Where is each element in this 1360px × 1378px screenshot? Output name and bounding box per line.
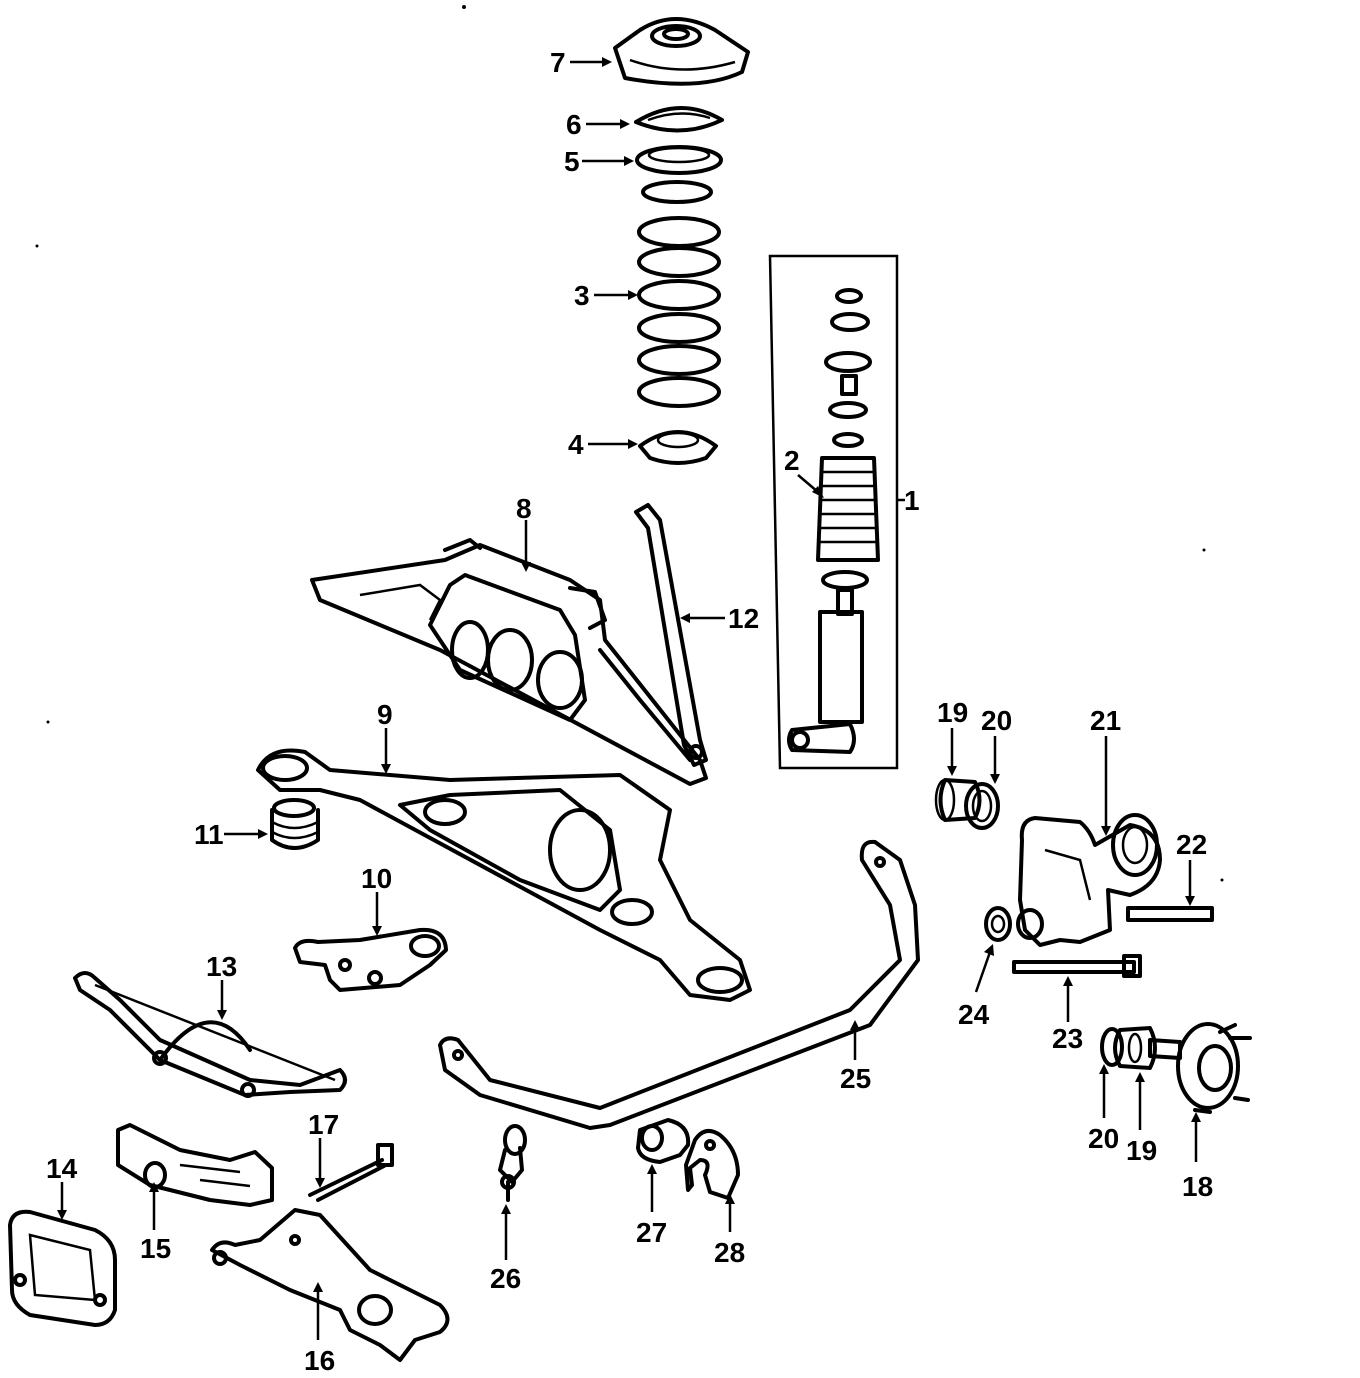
part-15-bracket (116, 1123, 274, 1207)
callout-labels: 1 2 3 4 5 6 7 8 9 10 11 12 13 14 15 16 1… (46, 47, 1213, 1376)
part-10-bracket (293, 927, 448, 992)
callout-17: 17 (308, 1109, 339, 1140)
part-7-strut-mount (613, 17, 750, 86)
part-23-bolt (1012, 954, 1142, 978)
part-6-spring-seat (634, 106, 724, 133)
callout-15: 15 (140, 1233, 171, 1264)
part-18-hub (1148, 1022, 1252, 1114)
part-12-link-rod (634, 503, 708, 767)
callout-19-lower: 19 (1126, 1135, 1157, 1166)
callout-4: 4 (568, 429, 584, 460)
callout-12: 12 (728, 603, 759, 634)
part-25-stabilizer-bar (438, 839, 920, 1130)
part-14-plate (8, 1209, 117, 1327)
part-2-shock-absorber (787, 288, 880, 754)
callout-28: 28 (714, 1237, 745, 1268)
callout-2: 2 (784, 445, 800, 476)
part-28-clamp (684, 1129, 740, 1200)
part-3-coil-spring (637, 216, 721, 408)
callout-16: 16 (304, 1345, 335, 1376)
part-27-bushing (636, 1118, 691, 1164)
part-5-bearing (635, 145, 723, 175)
part-24-bushing (984, 906, 1012, 942)
callout-6: 6 (566, 109, 582, 140)
part-26-link (498, 1124, 527, 1202)
callout-20-lower: 20 (1088, 1123, 1119, 1154)
callout-23: 23 (1052, 1023, 1083, 1054)
callout-13: 13 (206, 951, 237, 982)
part-19-seal-upper (934, 778, 982, 822)
part-22-bolt (1126, 906, 1214, 922)
callout-9: 9 (377, 699, 393, 730)
part-20-ring-upper (964, 782, 1000, 830)
callout-11: 11 (194, 819, 224, 850)
callout-3: 3 (574, 280, 590, 311)
part-8-subframe (310, 538, 708, 786)
scan-specks (35, 5, 1224, 882)
callout-18: 18 (1182, 1171, 1213, 1202)
part-17-bolt (308, 1143, 394, 1202)
callout-20-upper: 20 (981, 705, 1012, 736)
callout-5: 5 (564, 146, 580, 177)
callout-10: 10 (361, 863, 392, 894)
callout-19-upper: 19 (937, 697, 968, 728)
part-ring (641, 180, 713, 204)
callout-24: 24 (958, 999, 990, 1030)
part-21-knuckle (1016, 813, 1162, 947)
callout-21: 21 (1090, 705, 1121, 736)
callout-leaders (57, 57, 1201, 1340)
callout-14: 14 (46, 1153, 78, 1184)
part-4-lower-seat (638, 430, 718, 465)
callout-25: 25 (840, 1063, 871, 1094)
callout-22: 22 (1176, 829, 1207, 860)
callout-7: 7 (550, 47, 566, 78)
callout-27: 27 (636, 1217, 667, 1248)
part-20-ring-lower (1100, 1027, 1124, 1067)
part-1-shock-assembly-box (768, 254, 899, 770)
part-11-bushing (270, 798, 320, 850)
callout-1: 1 (904, 485, 920, 516)
part-9-crossmember (256, 748, 752, 1002)
part-16-lower-arm (210, 1208, 450, 1362)
callout-8: 8 (516, 493, 532, 524)
part-13-arm (73, 971, 347, 1098)
callout-26: 26 (490, 1263, 521, 1294)
part-19-bearing-lower (1113, 1026, 1157, 1070)
